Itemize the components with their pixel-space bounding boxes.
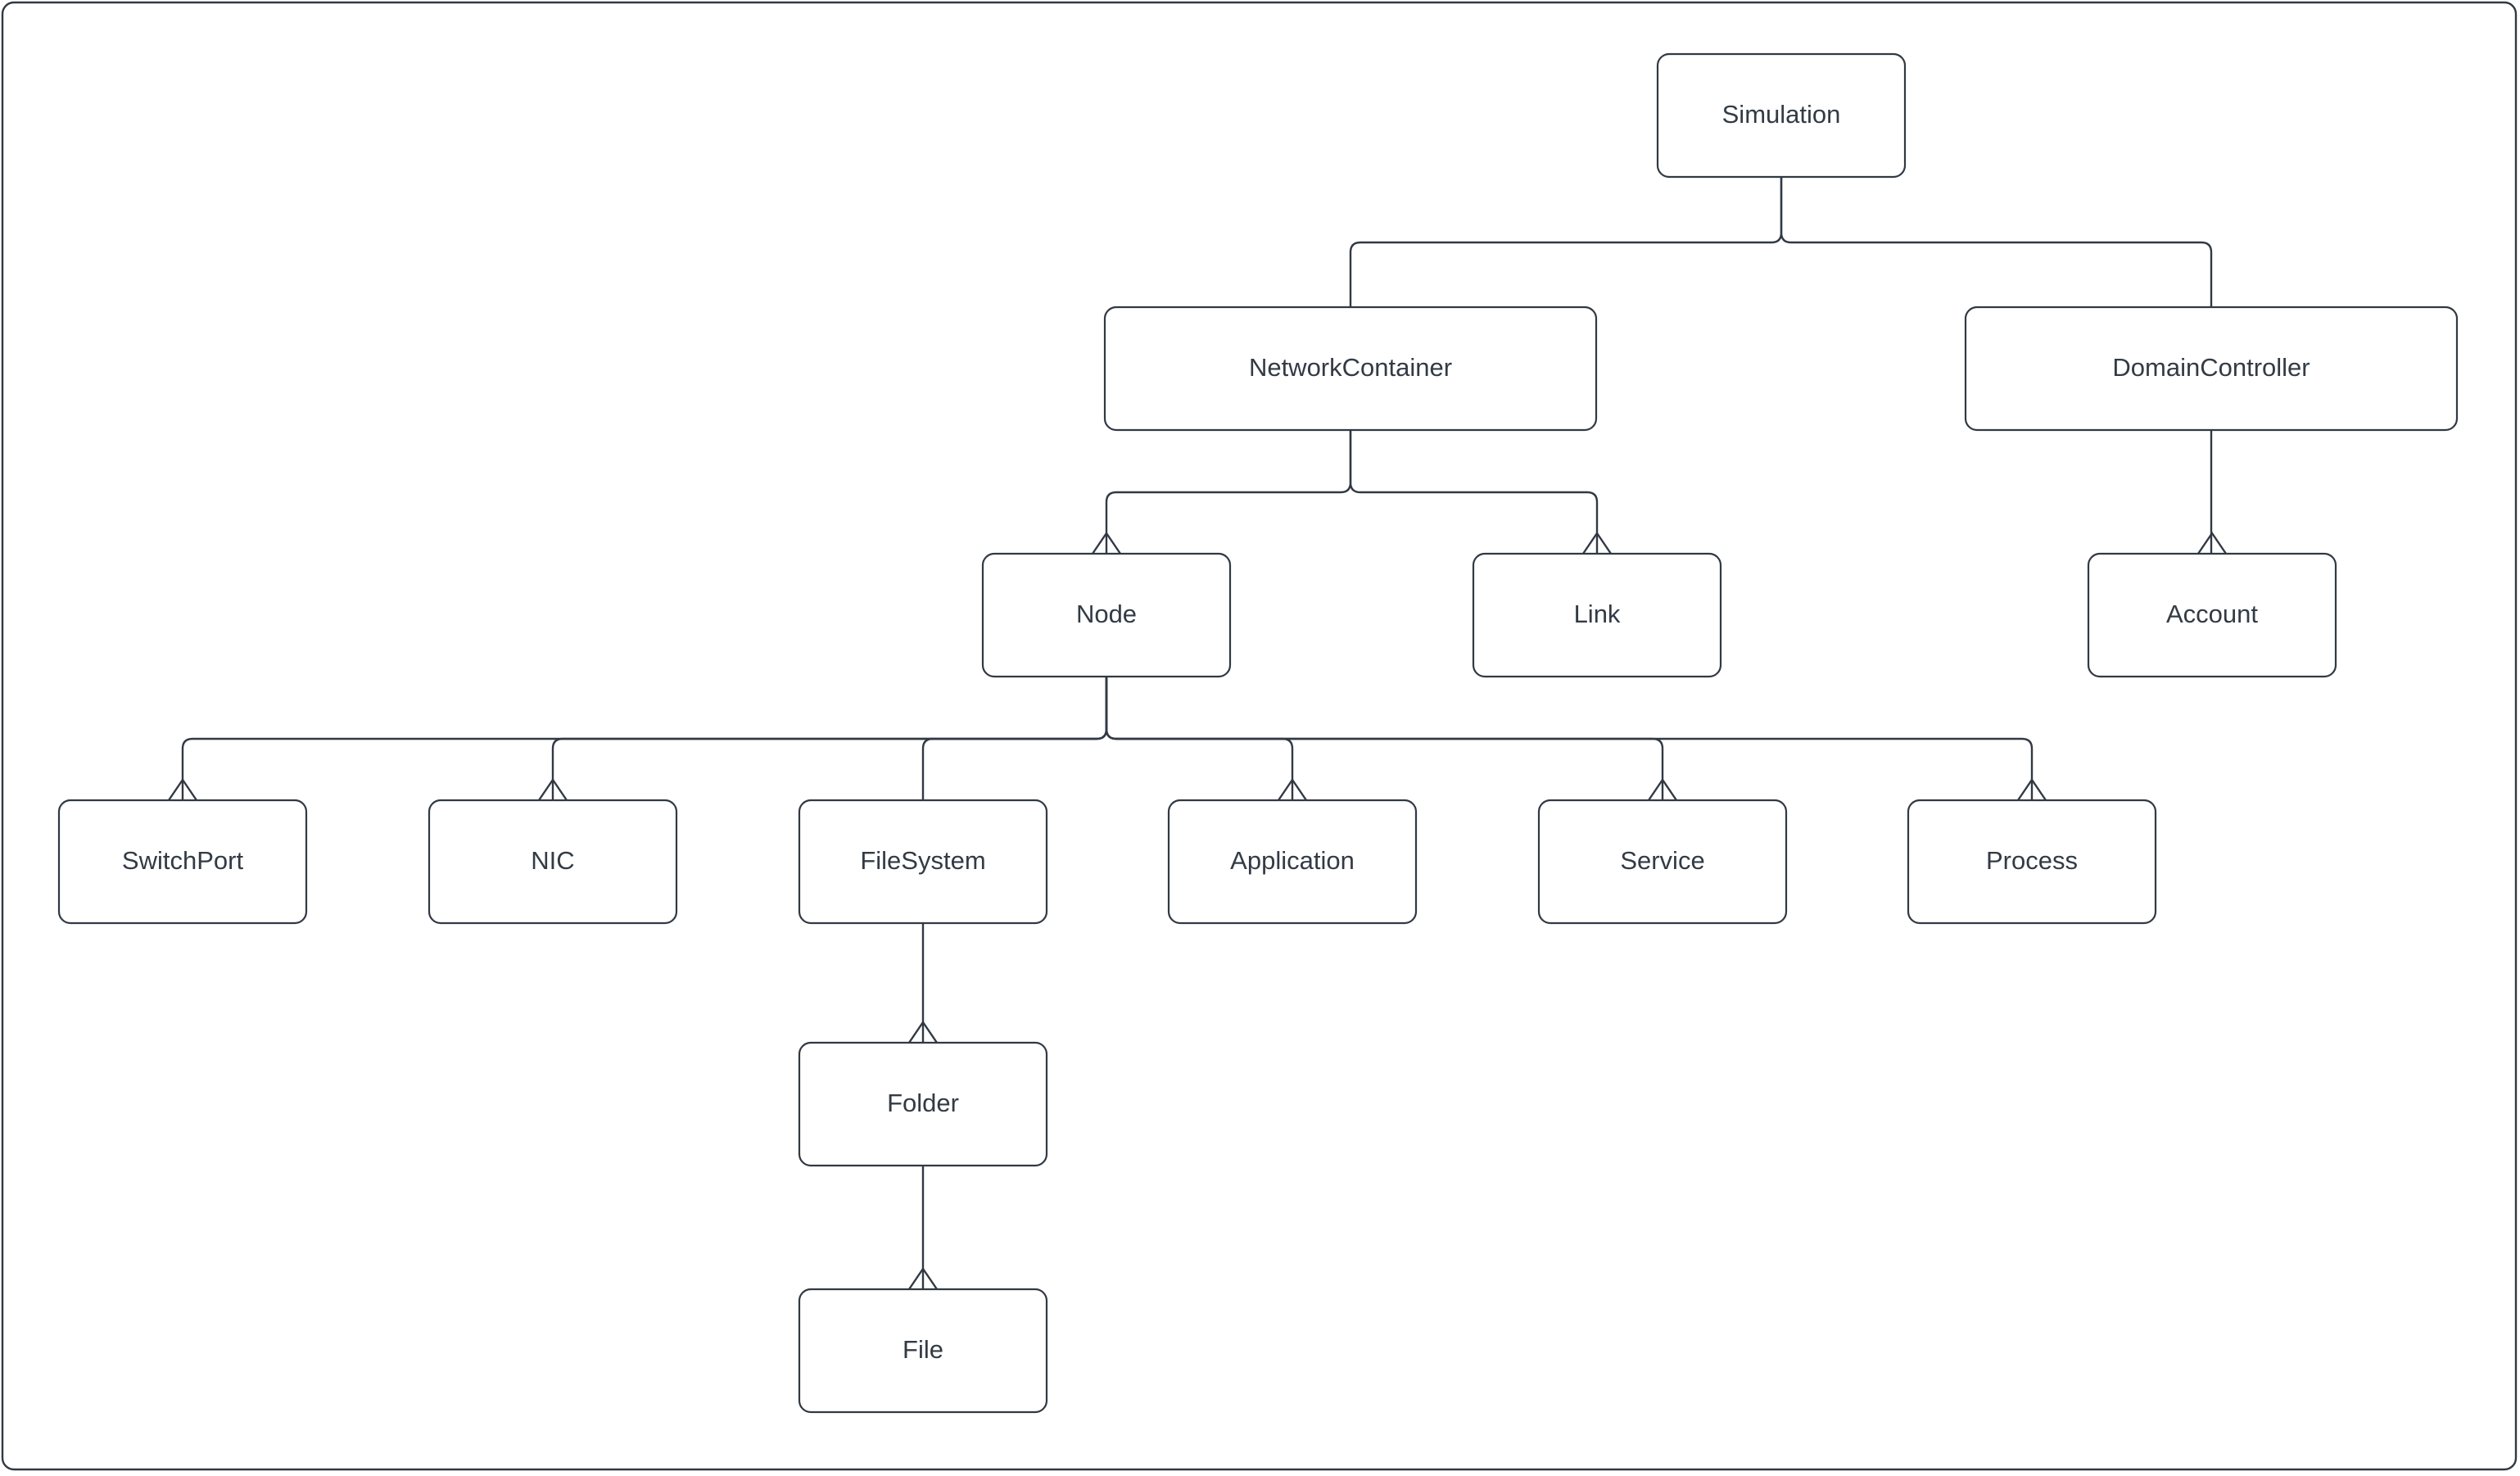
node-label-folder: Folder	[887, 1089, 959, 1117]
node-box-simulation[interactable]	[1656, 52, 1907, 179]
node-label-domaincontroller: DomainController	[2112, 353, 2310, 382]
node-file[interactable]: File	[798, 1288, 1048, 1414]
edge-simulation-to-networkcontainer	[1349, 177, 1783, 307]
node-box-node[interactable]	[981, 552, 1232, 678]
node-networkcontainer[interactable]: NetworkContainer	[1103, 306, 1598, 432]
node-box-filesystem[interactable]	[798, 799, 1048, 925]
inheritance-arrowhead-account	[2197, 531, 2227, 555]
node-label-nic: NIC	[531, 846, 574, 875]
node-label-process: Process	[1986, 846, 2078, 875]
edge-node-to-filesystem	[921, 677, 1108, 800]
node-label-application: Application	[1230, 846, 1355, 875]
node-box-switchport[interactable]	[57, 799, 308, 925]
node-nic[interactable]: NIC	[428, 799, 678, 925]
node-box-link[interactable]	[1472, 552, 1722, 678]
edge-networkcontainer-to-node	[1105, 430, 1352, 554]
node-box-application[interactable]	[1167, 799, 1418, 925]
node-label-simulation: Simulation	[1722, 100, 1841, 129]
node-application[interactable]: Application	[1167, 799, 1418, 925]
inheritance-arrowhead-switchport	[168, 777, 197, 801]
node-box-folder[interactable]	[798, 1041, 1048, 1167]
inheritance-arrowhead-file	[908, 1266, 938, 1290]
node-filesystem[interactable]: FileSystem	[798, 799, 1048, 925]
node-box-file[interactable]	[798, 1288, 1048, 1414]
node-label-networkcontainer: NetworkContainer	[1249, 353, 1452, 382]
inheritance-arrowhead-folder	[908, 1020, 938, 1044]
node-account[interactable]: Account	[2087, 552, 2337, 678]
inheritance-arrowhead-nic	[538, 777, 568, 801]
edges-layer	[168, 177, 2227, 1290]
inheritance-arrowhead-process	[2017, 777, 2047, 801]
node-box-process[interactable]	[1907, 799, 2157, 925]
node-box-domaincontroller[interactable]	[1964, 306, 2459, 432]
node-label-account: Account	[2166, 600, 2258, 628]
edge-node-to-process	[1105, 677, 2034, 800]
node-label-link: Link	[1574, 600, 1621, 628]
node-process[interactable]: Process	[1907, 799, 2157, 925]
edge-simulation-to-domaincontroller	[1780, 177, 2213, 307]
edge-networkcontainer-to-link	[1349, 430, 1599, 554]
node-box-service[interactable]	[1537, 799, 1788, 925]
node-label-switchport: SwitchPort	[122, 846, 244, 875]
node-label-node: Node	[1076, 600, 1137, 628]
inheritance-arrowhead-link	[1582, 531, 1612, 555]
node-box-networkcontainer[interactable]	[1103, 306, 1598, 432]
node-service[interactable]: Service	[1537, 799, 1788, 925]
inheritance-arrowhead-node	[1092, 531, 1121, 555]
node-switchport[interactable]: SwitchPort	[57, 799, 308, 925]
node-link[interactable]: Link	[1472, 552, 1722, 678]
node-domaincontroller[interactable]: DomainController	[1964, 306, 2459, 432]
node-box-nic[interactable]	[428, 799, 678, 925]
inheritance-arrowhead-service	[1648, 777, 1677, 801]
inheritance-arrowhead-application	[1278, 777, 1307, 801]
node-box-account[interactable]	[2087, 552, 2337, 678]
node-folder[interactable]: Folder	[798, 1041, 1048, 1167]
node-label-filesystem: FileSystem	[860, 846, 985, 875]
node-simulation[interactable]: Simulation	[1656, 52, 1907, 179]
node-label-service: Service	[1620, 846, 1704, 875]
node-node[interactable]: Node	[981, 552, 1232, 678]
node-label-file: File	[903, 1335, 943, 1364]
